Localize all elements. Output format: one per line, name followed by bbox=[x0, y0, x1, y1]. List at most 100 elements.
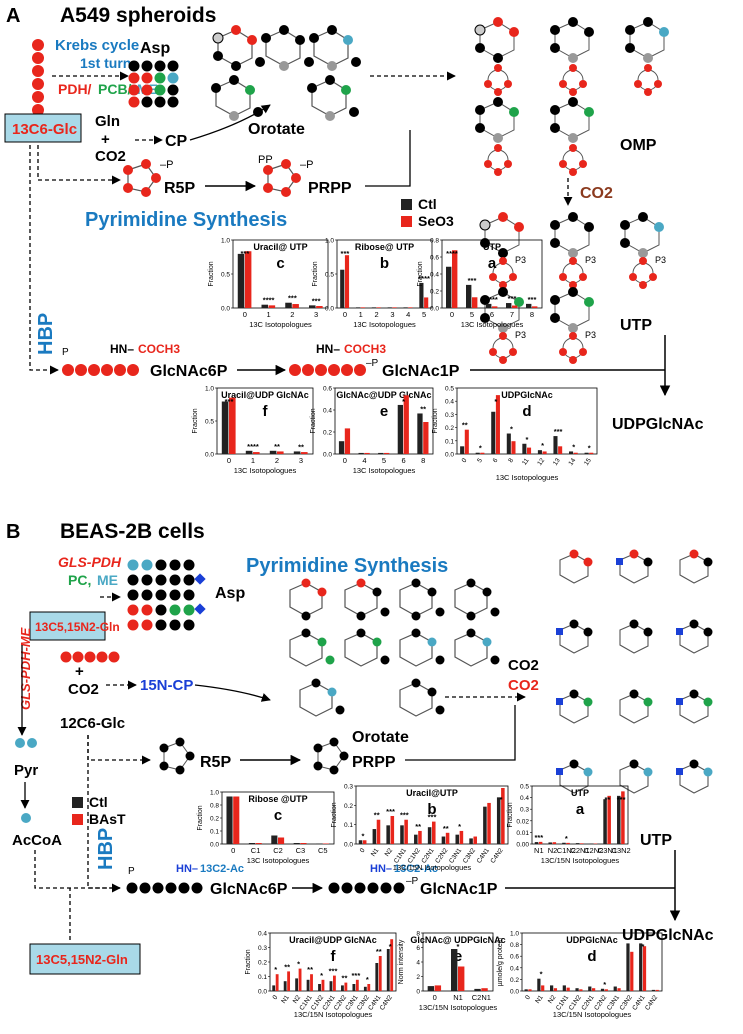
chart-bar bbox=[387, 307, 392, 308]
chart-xlabel: 13C Isotopologues bbox=[247, 856, 310, 865]
chart-bar bbox=[562, 985, 566, 991]
chart-letter: f bbox=[263, 403, 269, 420]
chart-ytick-label: 0.5 bbox=[325, 272, 334, 279]
chart-bar bbox=[268, 305, 276, 308]
chart-bar bbox=[226, 796, 233, 844]
co2-release: CO2 bbox=[580, 185, 613, 202]
panel-b-title: BEAS-2B cells bbox=[60, 520, 205, 543]
chart-bar bbox=[501, 788, 505, 844]
orotate-label: Orotate bbox=[248, 121, 305, 138]
chart-bar bbox=[392, 307, 397, 308]
chart-bar bbox=[321, 979, 325, 991]
chart-letter: a bbox=[488, 255, 497, 272]
chart-ylabel: Fraction bbox=[312, 261, 319, 286]
chart-ytick-label: 0.4 bbox=[430, 272, 439, 279]
chart-bar bbox=[569, 451, 574, 454]
chart-letter: e bbox=[454, 948, 462, 965]
chart-category-label: N1 bbox=[280, 994, 291, 1005]
chart-bar bbox=[363, 986, 367, 991]
chart-a-f: Uracil@UDP GlcNAcfFraction0.00.51.00***1… bbox=[192, 386, 314, 475]
chart-bar bbox=[532, 306, 538, 308]
chart-significance: * bbox=[603, 980, 606, 989]
chart-b-b: Uracil@UTPbFraction0.00.10.20.30*N1**N2*… bbox=[331, 784, 509, 872]
chart-title: Uracil@ UTP bbox=[253, 242, 307, 252]
chart-ytick-label: 0.3 bbox=[344, 784, 353, 791]
legend-b-ctl: Ctl bbox=[89, 794, 108, 810]
chart-significance: * bbox=[540, 970, 543, 979]
r5p-label-b: R5P bbox=[200, 754, 231, 771]
chart-bar bbox=[376, 307, 381, 308]
chart-ytick-label: 0.3 bbox=[258, 945, 267, 952]
chart-bar bbox=[417, 413, 423, 454]
legend-b-treat-swatch bbox=[72, 814, 83, 825]
chart-bar bbox=[386, 949, 390, 991]
chart-bar bbox=[316, 843, 323, 844]
panel-b-letter: B bbox=[6, 521, 20, 543]
chart-bar bbox=[298, 968, 302, 991]
omp-label: OMP bbox=[620, 137, 657, 154]
chart-bar bbox=[221, 401, 229, 454]
chart-significance: * bbox=[588, 444, 591, 453]
chart-significance: * bbox=[297, 960, 300, 969]
chart-bar bbox=[397, 404, 403, 454]
chart-category-label: C2N1 bbox=[472, 993, 491, 1002]
chart-title: Ribose@ UTP bbox=[355, 242, 414, 252]
chart-ytick-label: 0.1 bbox=[445, 438, 454, 445]
chart-bar bbox=[548, 842, 552, 844]
chart-bar bbox=[362, 840, 367, 844]
chart-ylabel: Fraction bbox=[197, 805, 204, 830]
chart-category-label: 0 bbox=[461, 457, 469, 464]
chart-category-label: 0 bbox=[272, 994, 280, 1001]
chart-bar bbox=[333, 975, 336, 991]
chart-category-label: 0 bbox=[343, 456, 347, 465]
hn-a2: HN– bbox=[316, 342, 340, 356]
chart-bar bbox=[526, 303, 532, 308]
svg-text:P3: P3 bbox=[585, 255, 596, 265]
legend-b: Ctl BAsT bbox=[72, 794, 126, 827]
chart-letter: a bbox=[576, 801, 585, 818]
chart-significance: * bbox=[641, 942, 644, 951]
utp-molecules-b bbox=[559, 553, 709, 794]
chart-ytick-label: 8 bbox=[416, 931, 420, 938]
chart-significance: *** bbox=[352, 971, 361, 980]
chart-bar bbox=[481, 988, 488, 991]
chart-ytick-label: 0.2 bbox=[430, 289, 439, 296]
chart-significance: * bbox=[402, 397, 405, 406]
udpglcnac-a: UDPGlcNAc bbox=[612, 416, 704, 433]
chart-bar bbox=[537, 978, 541, 991]
chart-category-label: N1 bbox=[534, 846, 544, 855]
chart-significance: ** bbox=[342, 974, 348, 983]
chart-category-label: 12 bbox=[536, 457, 546, 467]
accoa-label: AcCoA bbox=[12, 832, 62, 849]
chart-bar bbox=[400, 825, 404, 844]
chart-title: GlcNAc@UDP GlcNAc bbox=[336, 390, 431, 400]
chart-a-d: UDPGlcNAcdFraction0.00.10.20.30.40.50**5… bbox=[432, 386, 598, 482]
chart-ytick-label: 0.6 bbox=[510, 954, 519, 961]
chart-bar bbox=[285, 302, 292, 308]
chart-bar bbox=[358, 840, 363, 844]
chart-category-label: 1 bbox=[267, 310, 271, 319]
chart-bar bbox=[432, 821, 436, 844]
plus-b: + bbox=[75, 663, 84, 680]
chart-ylabel: Fraction bbox=[310, 408, 317, 433]
chart-ytick-label: 0.0 bbox=[344, 842, 353, 849]
chart-ylabel: Norm intensity bbox=[398, 939, 405, 984]
chart-significance: * bbox=[479, 444, 482, 453]
svg-text:–P: –P bbox=[300, 159, 313, 171]
chart-b-f: Uracil@UDP GlcNAcfFraction0.00.10.20.30.… bbox=[245, 931, 397, 1019]
omp-molecules bbox=[474, 17, 669, 176]
chart-bar bbox=[486, 303, 492, 308]
enzyme-pc: PC, bbox=[68, 572, 91, 588]
chart-bar bbox=[630, 951, 634, 991]
chart-significance: * bbox=[389, 942, 392, 951]
chart-bar bbox=[309, 305, 316, 308]
chart-bar bbox=[600, 988, 605, 991]
chart-ylabel: Fraction bbox=[507, 802, 514, 827]
chart-significance: * bbox=[320, 971, 323, 980]
chart-bar bbox=[386, 825, 390, 844]
legend-a-treat-swatch bbox=[401, 216, 412, 227]
chart-title: UTP bbox=[483, 242, 501, 252]
